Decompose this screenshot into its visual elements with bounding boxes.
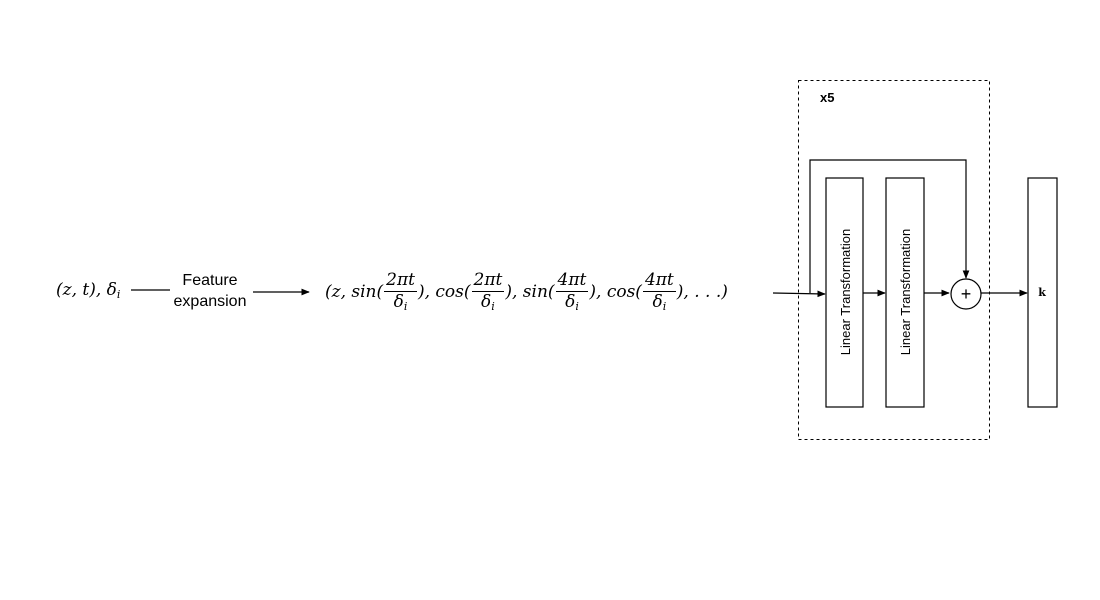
repeat-block-box bbox=[798, 80, 990, 440]
input-label: (z, t), δi bbox=[56, 280, 120, 301]
fraction-3-numerator: 4πt bbox=[555, 270, 589, 292]
feature-expansion-label: Feature expansion bbox=[165, 270, 255, 312]
fraction-1: 2πt δi bbox=[384, 272, 417, 312]
output-box bbox=[1027, 177, 1058, 408]
sum-symbol: + bbox=[961, 284, 972, 304]
vector-open: (z, sin( bbox=[325, 282, 384, 302]
linear-layer-1-box bbox=[825, 177, 864, 408]
vector-close: ), . . .) bbox=[676, 282, 728, 302]
fraction-4-denominator: δi bbox=[652, 292, 667, 313]
fraction-2: 2πt δi bbox=[471, 270, 505, 313]
vector-mid-3: ), cos( bbox=[589, 282, 642, 302]
skip-connection-line bbox=[809, 159, 970, 293]
fraction-4-numerator: 4πt bbox=[642, 270, 676, 292]
expanded-feature-vector: (z, sin( 2πt δi ), cos( 2πt δi ), sin( 4… bbox=[325, 270, 728, 313]
fraction-1-numerator: 2πt bbox=[384, 270, 417, 292]
input-label-sub: i bbox=[116, 288, 121, 301]
repeat-count-label: x5 bbox=[820, 90, 834, 105]
vector-to-layer1-arrow bbox=[772, 290, 826, 298]
fraction-3-denominator: δi bbox=[565, 292, 579, 313]
output-label: k bbox=[1038, 286, 1046, 299]
vector-mid-1: ), cos( bbox=[417, 282, 471, 302]
input-label-main: (z, t), δ bbox=[56, 280, 117, 300]
fraction-2-denominator: δi bbox=[481, 292, 495, 313]
vector-mid-2: ), sin( bbox=[505, 282, 555, 302]
sum-node-circle bbox=[950, 278, 982, 310]
fraction-2-numerator: 2πt bbox=[471, 270, 505, 292]
fraction-3: 4πt δi bbox=[555, 270, 589, 313]
fraction-4: 4πt δi bbox=[642, 270, 676, 313]
feature-expansion-line1: Feature bbox=[182, 272, 238, 289]
fraction-1-denominator: δi bbox=[393, 292, 408, 313]
feature-expansion-line2: expansion bbox=[173, 293, 247, 310]
linear-layer-2-box bbox=[885, 177, 925, 408]
linear-layer-1-label: Linear Transformation bbox=[838, 229, 853, 355]
linear-layer-2-label: Linear Transformation bbox=[898, 229, 913, 355]
